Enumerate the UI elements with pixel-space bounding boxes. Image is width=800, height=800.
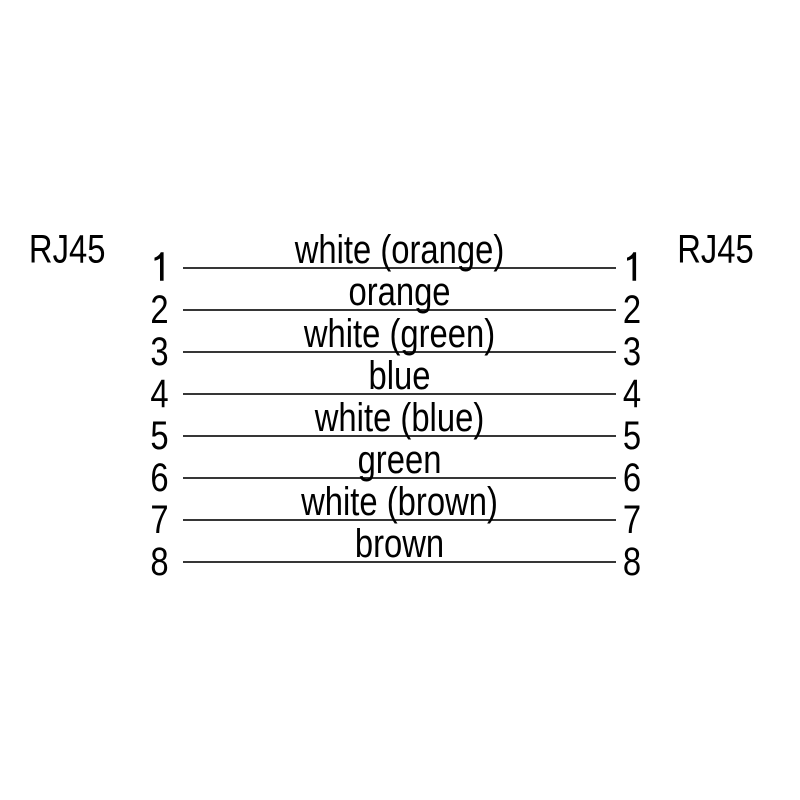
svg-text:8: 8	[150, 539, 168, 584]
svg-text:4: 4	[150, 371, 168, 416]
svg-text:6: 6	[623, 455, 641, 500]
svg-text:RJ45: RJ45	[677, 226, 754, 271]
svg-text:brown: brown	[355, 521, 444, 566]
svg-text:5: 5	[150, 413, 168, 458]
svg-text:RJ45: RJ45	[29, 226, 106, 271]
svg-text:7: 7	[150, 497, 168, 542]
svg-text:6: 6	[150, 455, 168, 500]
svg-text:blue: blue	[368, 353, 430, 398]
svg-text:2: 2	[150, 287, 168, 332]
svg-text:7: 7	[623, 497, 641, 542]
svg-text:4: 4	[623, 371, 641, 416]
svg-text:3: 3	[150, 329, 168, 374]
svg-text:2: 2	[623, 287, 641, 332]
svg-text:5: 5	[623, 413, 641, 458]
svg-text:white (brown): white (brown)	[300, 479, 498, 524]
svg-text:green: green	[358, 437, 442, 482]
svg-text:white (orange): white (orange)	[294, 227, 504, 272]
svg-text:white (blue): white (blue)	[314, 395, 484, 440]
svg-text:white (green): white (green)	[303, 311, 495, 356]
svg-text:3: 3	[623, 329, 641, 374]
svg-text:orange: orange	[348, 269, 450, 314]
svg-text:8: 8	[623, 539, 641, 584]
